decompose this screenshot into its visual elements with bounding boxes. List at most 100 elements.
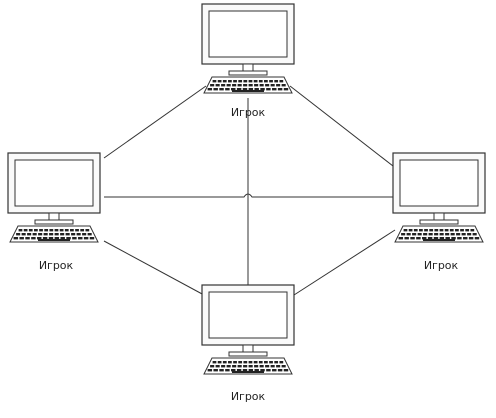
key xyxy=(49,229,54,232)
key xyxy=(272,88,277,91)
key xyxy=(276,365,281,368)
key xyxy=(82,233,87,236)
key xyxy=(243,84,248,87)
key xyxy=(445,237,450,240)
monitor-base xyxy=(34,219,74,225)
key xyxy=(269,80,273,83)
key xyxy=(248,88,254,91)
key xyxy=(472,233,477,236)
monitor-base xyxy=(228,351,268,357)
key xyxy=(413,229,418,232)
key xyxy=(254,84,259,87)
key xyxy=(221,365,226,368)
key xyxy=(429,229,434,232)
key xyxy=(439,233,444,236)
key xyxy=(270,365,275,368)
monitor-screen xyxy=(208,291,288,339)
spacebar xyxy=(232,90,264,92)
key xyxy=(253,361,258,364)
key xyxy=(70,229,74,232)
spacebar xyxy=(38,239,70,241)
key xyxy=(54,233,59,236)
monitor-stand xyxy=(242,63,254,72)
key xyxy=(59,229,64,232)
monitor-screen xyxy=(208,10,288,58)
key xyxy=(48,237,54,240)
key xyxy=(254,88,259,91)
key xyxy=(272,369,277,372)
key xyxy=(23,229,28,232)
key xyxy=(236,369,242,372)
key xyxy=(89,237,95,240)
key xyxy=(207,369,213,372)
key xyxy=(225,88,230,91)
computer-icon xyxy=(7,152,101,243)
node-label: Игрок xyxy=(39,259,74,272)
key xyxy=(449,229,454,232)
key xyxy=(460,229,464,232)
key xyxy=(78,237,83,240)
key xyxy=(406,233,411,236)
computer-icon xyxy=(201,3,295,94)
key xyxy=(264,361,268,364)
key xyxy=(265,365,270,368)
monitor-stand xyxy=(433,212,445,221)
key xyxy=(60,233,65,236)
keyboard-keys xyxy=(13,229,95,241)
key xyxy=(226,365,231,368)
key xyxy=(258,361,263,364)
node-right: Игрок xyxy=(392,152,486,272)
key xyxy=(423,233,428,236)
key xyxy=(38,233,43,236)
key xyxy=(212,361,217,364)
key xyxy=(283,88,289,91)
key xyxy=(422,237,427,240)
key xyxy=(236,88,242,91)
key xyxy=(43,233,48,236)
link-top-left xyxy=(103,85,207,159)
monitor-base xyxy=(419,219,459,225)
key xyxy=(279,361,284,364)
node-label: Игрок xyxy=(231,390,266,403)
monitor-screen xyxy=(14,159,94,207)
key xyxy=(222,361,227,364)
key xyxy=(248,84,253,87)
key xyxy=(439,229,444,232)
key xyxy=(404,237,409,240)
key xyxy=(434,233,439,236)
node-label: Игрок xyxy=(424,259,459,272)
key xyxy=(243,80,248,83)
key xyxy=(433,237,439,240)
key xyxy=(64,229,69,232)
key xyxy=(260,88,265,91)
key xyxy=(221,84,226,87)
key xyxy=(419,229,423,232)
spacebar xyxy=(232,371,264,373)
key xyxy=(32,233,37,236)
key xyxy=(269,361,273,364)
link-right-bottom xyxy=(293,229,396,296)
key xyxy=(228,361,232,364)
key xyxy=(253,80,258,83)
key xyxy=(283,369,289,372)
keyboard-keys xyxy=(207,361,289,373)
key xyxy=(231,369,236,372)
key xyxy=(427,237,433,240)
key xyxy=(83,237,89,240)
key xyxy=(215,84,220,87)
key xyxy=(60,237,65,240)
key xyxy=(451,237,456,240)
key xyxy=(259,84,264,87)
key xyxy=(16,233,21,236)
link-top-right xyxy=(289,85,394,167)
keyboard-keys xyxy=(398,229,480,241)
key xyxy=(266,88,271,91)
key xyxy=(424,229,428,232)
links xyxy=(103,85,396,296)
key xyxy=(258,80,263,83)
key xyxy=(276,84,281,87)
monitor-stand xyxy=(48,212,60,221)
key xyxy=(439,237,445,240)
key xyxy=(455,229,459,232)
